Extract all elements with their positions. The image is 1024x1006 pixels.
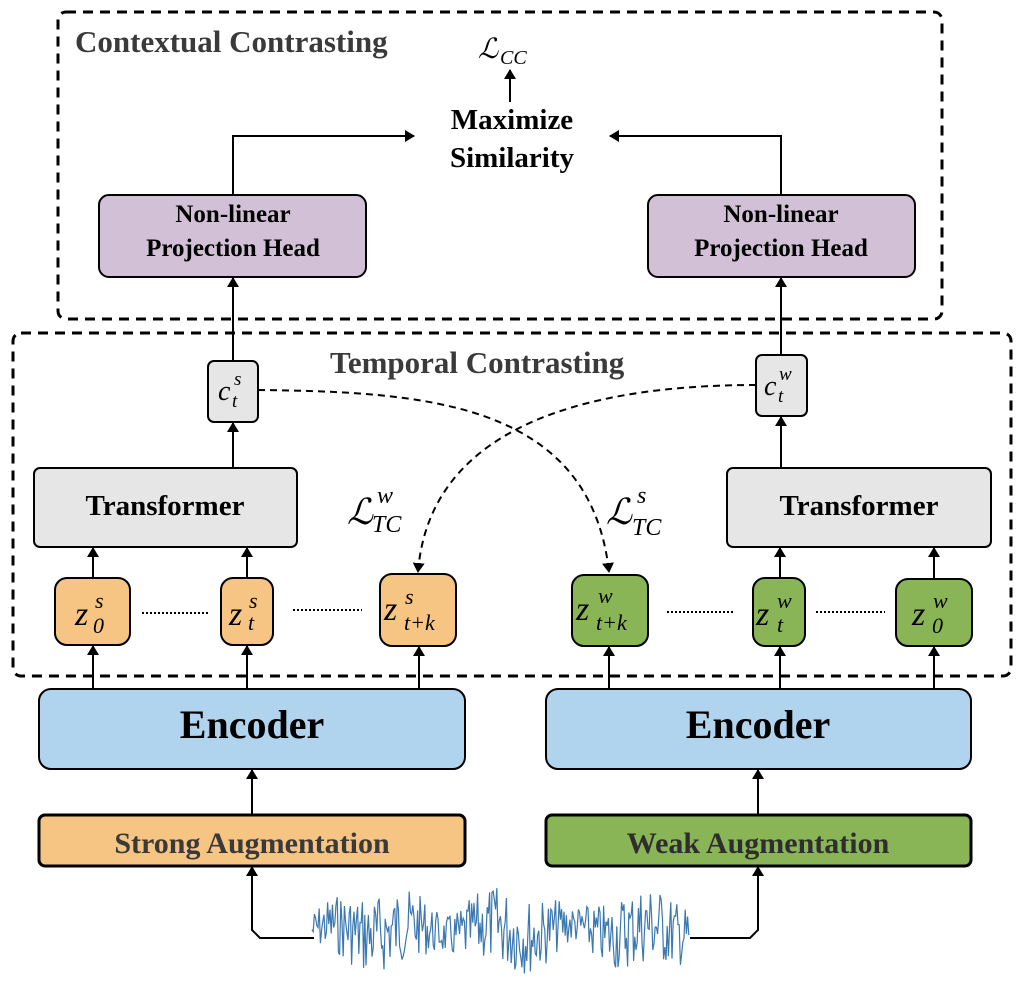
svg-text:t: t	[778, 386, 784, 407]
contextual-contrasting-title: Contextual Contrasting	[75, 24, 388, 59]
svg-text:s: s	[234, 369, 241, 390]
svg-text:Projection Head: Projection Head	[694, 235, 868, 262]
svg-text:c: c	[764, 371, 777, 402]
projection-head-weak: Non-linear Projection Head	[647, 194, 916, 278]
maximize-similarity-line1: Maximize	[451, 104, 574, 136]
weak-augmentation: Weak Augmentation	[544, 813, 973, 868]
svg-text:Transformer: Transformer	[780, 490, 939, 522]
svg-text:w: w	[779, 364, 792, 385]
svg-text:t+k: t+k	[596, 610, 628, 635]
svg-text:w: w	[777, 588, 792, 613]
svg-text:t: t	[248, 610, 255, 635]
svg-text:Non-linear: Non-linear	[723, 201, 838, 228]
svg-text:0: 0	[93, 613, 104, 638]
loss-cc-label: ℒ CC	[478, 34, 527, 69]
svg-text:ℒ: ℒ	[478, 34, 499, 65]
svg-text:z: z	[755, 596, 769, 633]
weak-token-t-plus-k: z w t+k	[571, 574, 649, 647]
svg-text:s: s	[405, 584, 414, 609]
encoder-weak: Encoder	[545, 688, 972, 770]
svg-text:Weak Augmentation: Weak Augmentation	[627, 827, 890, 860]
context-vector-strong: c s t	[207, 360, 259, 423]
svg-text:Projection Head: Projection Head	[146, 235, 320, 262]
svg-text:t: t	[777, 612, 784, 637]
svg-text:z: z	[383, 591, 397, 628]
svg-text:t+k: t+k	[404, 610, 436, 635]
svg-text:0: 0	[932, 613, 943, 638]
arrow-signal-to-weak-aug	[690, 866, 764, 939]
temporal-contrasting-region	[11, 331, 1013, 678]
svg-text:CC: CC	[500, 47, 527, 69]
weak-token-0: z w 0	[895, 578, 973, 647]
svg-text:w: w	[377, 483, 393, 509]
dashed-arrow-cw-to-zs-tk	[412, 384, 757, 573]
temporal-contrasting-title: Temporal Contrasting	[330, 345, 625, 380]
svg-text:TC: TC	[372, 512, 402, 538]
context-vector-weak: c w t	[755, 354, 808, 417]
weak-token-t: z w t	[752, 577, 806, 647]
strong-augmentation: Strong Augmentation	[37, 813, 467, 868]
svg-text:ℒ: ℒ	[606, 492, 633, 532]
time-series-signal	[311, 888, 690, 974]
arrow-proj-right-to-maximize	[609, 130, 782, 195]
svg-text:w: w	[598, 583, 613, 608]
arrow-proj-left-to-maximize	[232, 130, 415, 195]
svg-text:z: z	[74, 596, 88, 633]
transformer-strong: Transformer	[33, 467, 298, 548]
strong-token-t: z s t	[220, 577, 274, 646]
dashed-arrow-cs-to-zw-tk	[257, 389, 614, 573]
svg-text:Encoder: Encoder	[686, 702, 830, 747]
svg-text:s: s	[249, 588, 258, 613]
svg-text:w: w	[933, 588, 948, 613]
svg-text:s: s	[95, 588, 104, 613]
encoder-strong: Encoder	[38, 688, 466, 770]
svg-text:c: c	[218, 376, 231, 407]
svg-text:t: t	[232, 391, 238, 412]
svg-text:TC: TC	[632, 515, 662, 541]
maximize-similarity-line2: Similarity	[450, 142, 575, 174]
loss-tc-weak-label: ℒ w TC	[347, 483, 402, 538]
svg-text:z: z	[911, 596, 925, 633]
svg-text:Strong Augmentation: Strong Augmentation	[114, 827, 390, 860]
strong-token-0: z s 0	[54, 577, 131, 646]
svg-text:s: s	[637, 483, 646, 509]
arrow-signal-to-strong-aug	[246, 866, 314, 939]
transformer-weak: Transformer	[726, 467, 992, 548]
svg-text:Transformer: Transformer	[86, 490, 245, 522]
svg-text:ℒ: ℒ	[347, 492, 374, 532]
svg-text:z: z	[575, 591, 589, 628]
loss-tc-strong-label: ℒ s TC	[606, 483, 662, 541]
contextual-contrasting-region	[56, 10, 944, 321]
svg-text:Encoder: Encoder	[180, 702, 324, 747]
svg-text:Non-linear: Non-linear	[175, 201, 290, 228]
svg-text:z: z	[228, 596, 242, 633]
projection-head-strong: Non-linear Projection Head	[98, 194, 367, 278]
strong-token-t-plus-k: z s t+k	[379, 573, 457, 647]
